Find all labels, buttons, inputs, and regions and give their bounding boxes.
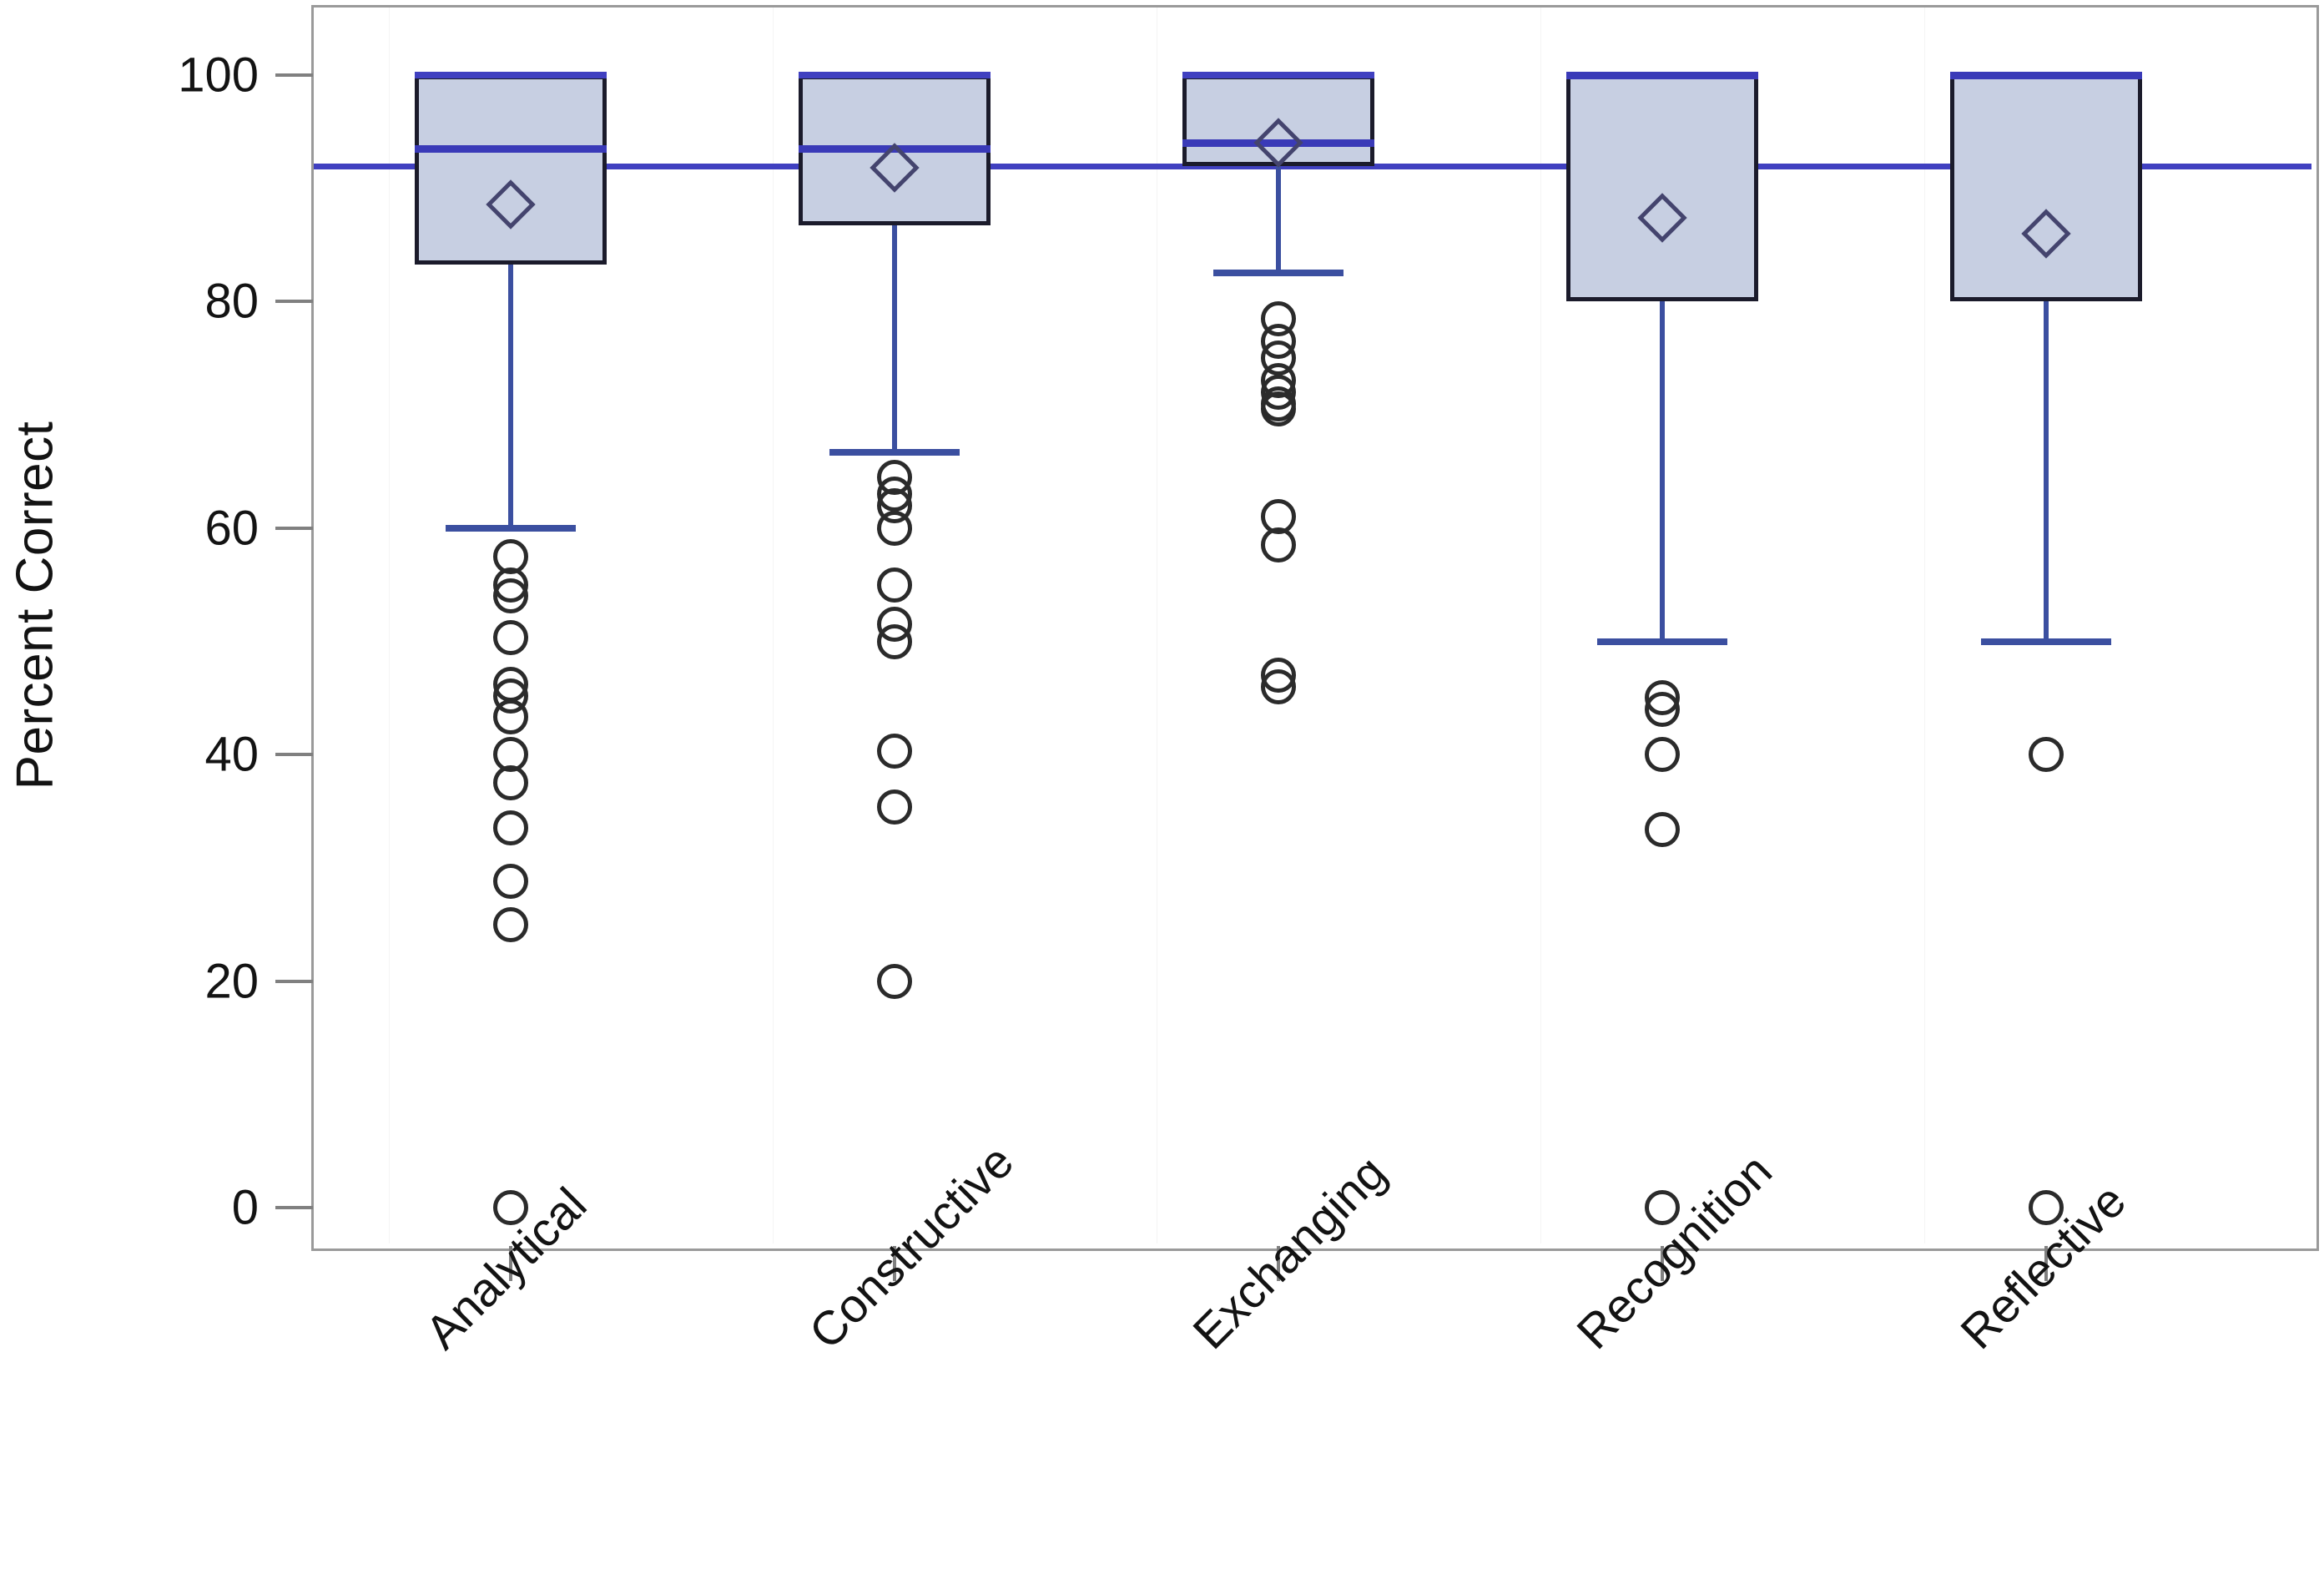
outlier-point xyxy=(493,906,528,942)
outlier-point xyxy=(2029,1190,2064,1225)
whisker-cap-upper xyxy=(415,72,607,78)
outlier-point xyxy=(877,734,912,769)
y-tick-label: 80 xyxy=(204,274,259,329)
x-tick-mark xyxy=(893,1246,896,1281)
outlier-point xyxy=(2029,737,2064,773)
whisker-lower xyxy=(1660,301,1665,642)
outlier-point xyxy=(877,510,912,546)
x-tick-mark xyxy=(1277,1246,1280,1281)
median-line xyxy=(1566,72,1758,79)
whisker-lower xyxy=(1276,165,1281,274)
whisker-cap-upper xyxy=(1182,72,1374,78)
y-tick-mark xyxy=(275,73,313,77)
median-line xyxy=(415,145,607,154)
outlier-point xyxy=(1261,391,1296,427)
y-tick-label: 40 xyxy=(204,727,259,782)
outlier-point xyxy=(1645,811,1680,847)
outlier-point xyxy=(1645,1190,1680,1225)
x-tick-mark xyxy=(1661,1246,1664,1281)
y-tick-mark xyxy=(275,979,313,983)
grid-column xyxy=(1924,8,1925,1243)
median-line xyxy=(1950,72,2142,79)
outlier-point xyxy=(1261,668,1296,704)
outlier-point xyxy=(493,620,528,656)
outlier-point xyxy=(877,963,912,999)
outlier-point xyxy=(877,567,912,603)
whisker-cap-upper xyxy=(799,72,991,78)
y-tick-mark xyxy=(275,300,313,304)
outlier-point xyxy=(493,864,528,900)
grid-column xyxy=(389,8,390,1243)
outlier-point xyxy=(493,765,528,801)
whisker-lower xyxy=(508,264,513,528)
x-tick-mark xyxy=(509,1246,512,1281)
whisker-cap-lower xyxy=(446,524,576,532)
whisker-cap-lower xyxy=(1981,638,2111,645)
median-line xyxy=(799,145,991,154)
outlier-point xyxy=(493,699,528,735)
x-tick-mark xyxy=(2044,1246,2048,1281)
whisker-cap-lower xyxy=(1213,270,1343,277)
y-tick-label: 20 xyxy=(204,954,259,1009)
grand-mean-line xyxy=(314,163,2311,169)
outlier-point xyxy=(877,789,912,825)
outlier-point xyxy=(493,1190,528,1225)
plot-border xyxy=(311,5,2319,1251)
box-iqr xyxy=(415,75,607,265)
whisker-cap-lower xyxy=(1597,638,1727,645)
median-line xyxy=(1182,139,1374,148)
whisker-cap-lower xyxy=(829,448,960,456)
y-tick-label: 0 xyxy=(231,1180,259,1235)
grid-column xyxy=(1540,8,1541,1243)
y-tick-mark xyxy=(275,1206,313,1209)
outlier-point xyxy=(1645,737,1680,773)
outlier-point xyxy=(493,810,528,846)
y-tick-label: 100 xyxy=(178,48,259,103)
outlier-point xyxy=(1645,691,1680,727)
outlier-point xyxy=(493,578,528,614)
grid-column xyxy=(773,8,774,1243)
box-iqr xyxy=(1950,75,2142,302)
y-tick-mark xyxy=(275,526,313,530)
outlier-point xyxy=(1261,527,1296,563)
box-iqr xyxy=(1566,75,1758,302)
y-tick-label: 60 xyxy=(204,501,259,556)
whisker-lower xyxy=(2044,301,2049,642)
whisker-lower xyxy=(892,225,897,452)
outlier-point xyxy=(877,623,912,659)
y-tick-mark xyxy=(275,753,313,757)
